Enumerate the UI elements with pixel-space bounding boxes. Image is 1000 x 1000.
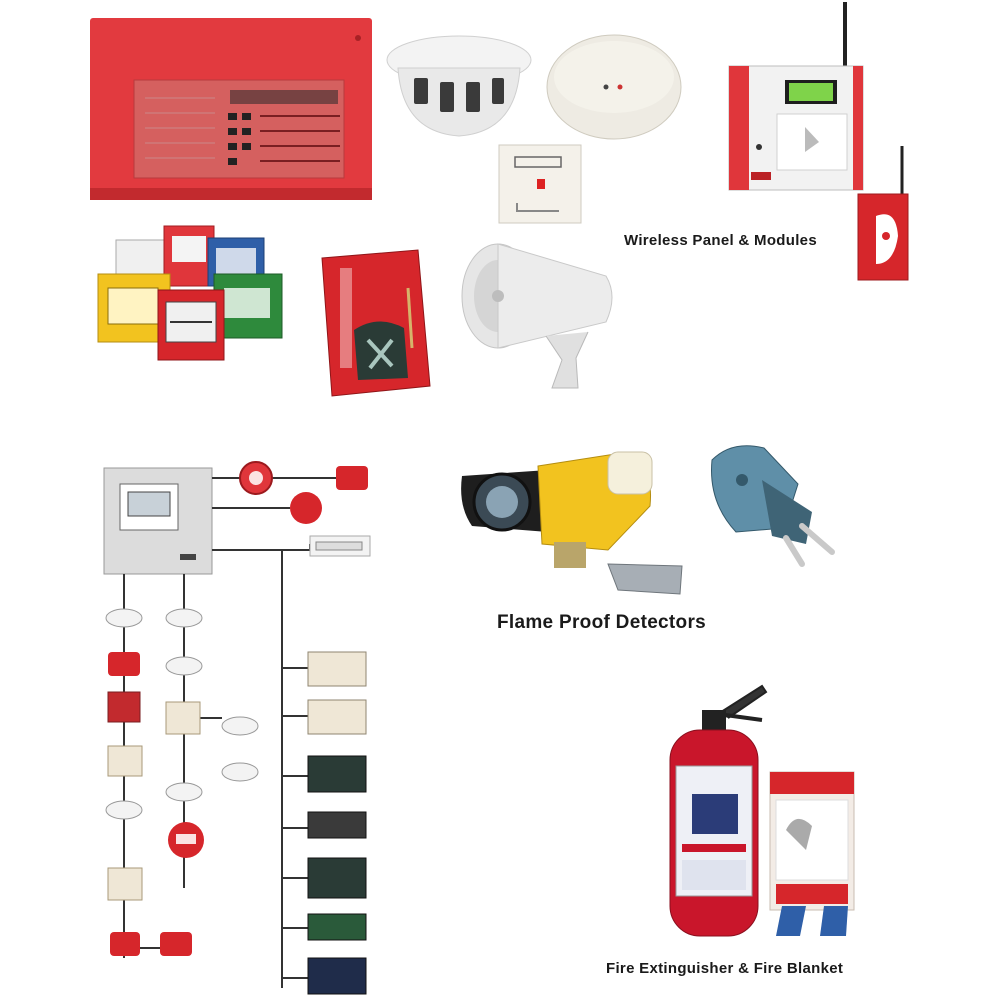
fire-blanket-icon bbox=[769, 771, 855, 936]
control-panel-icon bbox=[90, 18, 372, 200]
fire-extinguisher-icon bbox=[669, 684, 768, 937]
flame-detector-icon bbox=[461, 451, 683, 595]
siren-horn-icon bbox=[461, 243, 613, 389]
flameproof-junction-icon bbox=[711, 445, 835, 567]
fire-bell-icon bbox=[321, 249, 431, 397]
call-point-icon bbox=[97, 225, 283, 361]
wireless-caption: Wireless Panel & Modules bbox=[624, 232, 817, 249]
extinguisher-caption: Fire Extinguisher & Fire Blanket bbox=[606, 960, 844, 977]
system-diagram-icon bbox=[103, 461, 371, 995]
smoke-detector-icon bbox=[386, 35, 532, 137]
wall-socket-icon bbox=[498, 144, 582, 224]
heat-detector-icon bbox=[546, 34, 682, 140]
flame-proof-caption: Flame Proof Detectors bbox=[497, 612, 707, 633]
wireless-panel-icon bbox=[728, 2, 864, 191]
wireless-module-icon bbox=[857, 146, 909, 281]
